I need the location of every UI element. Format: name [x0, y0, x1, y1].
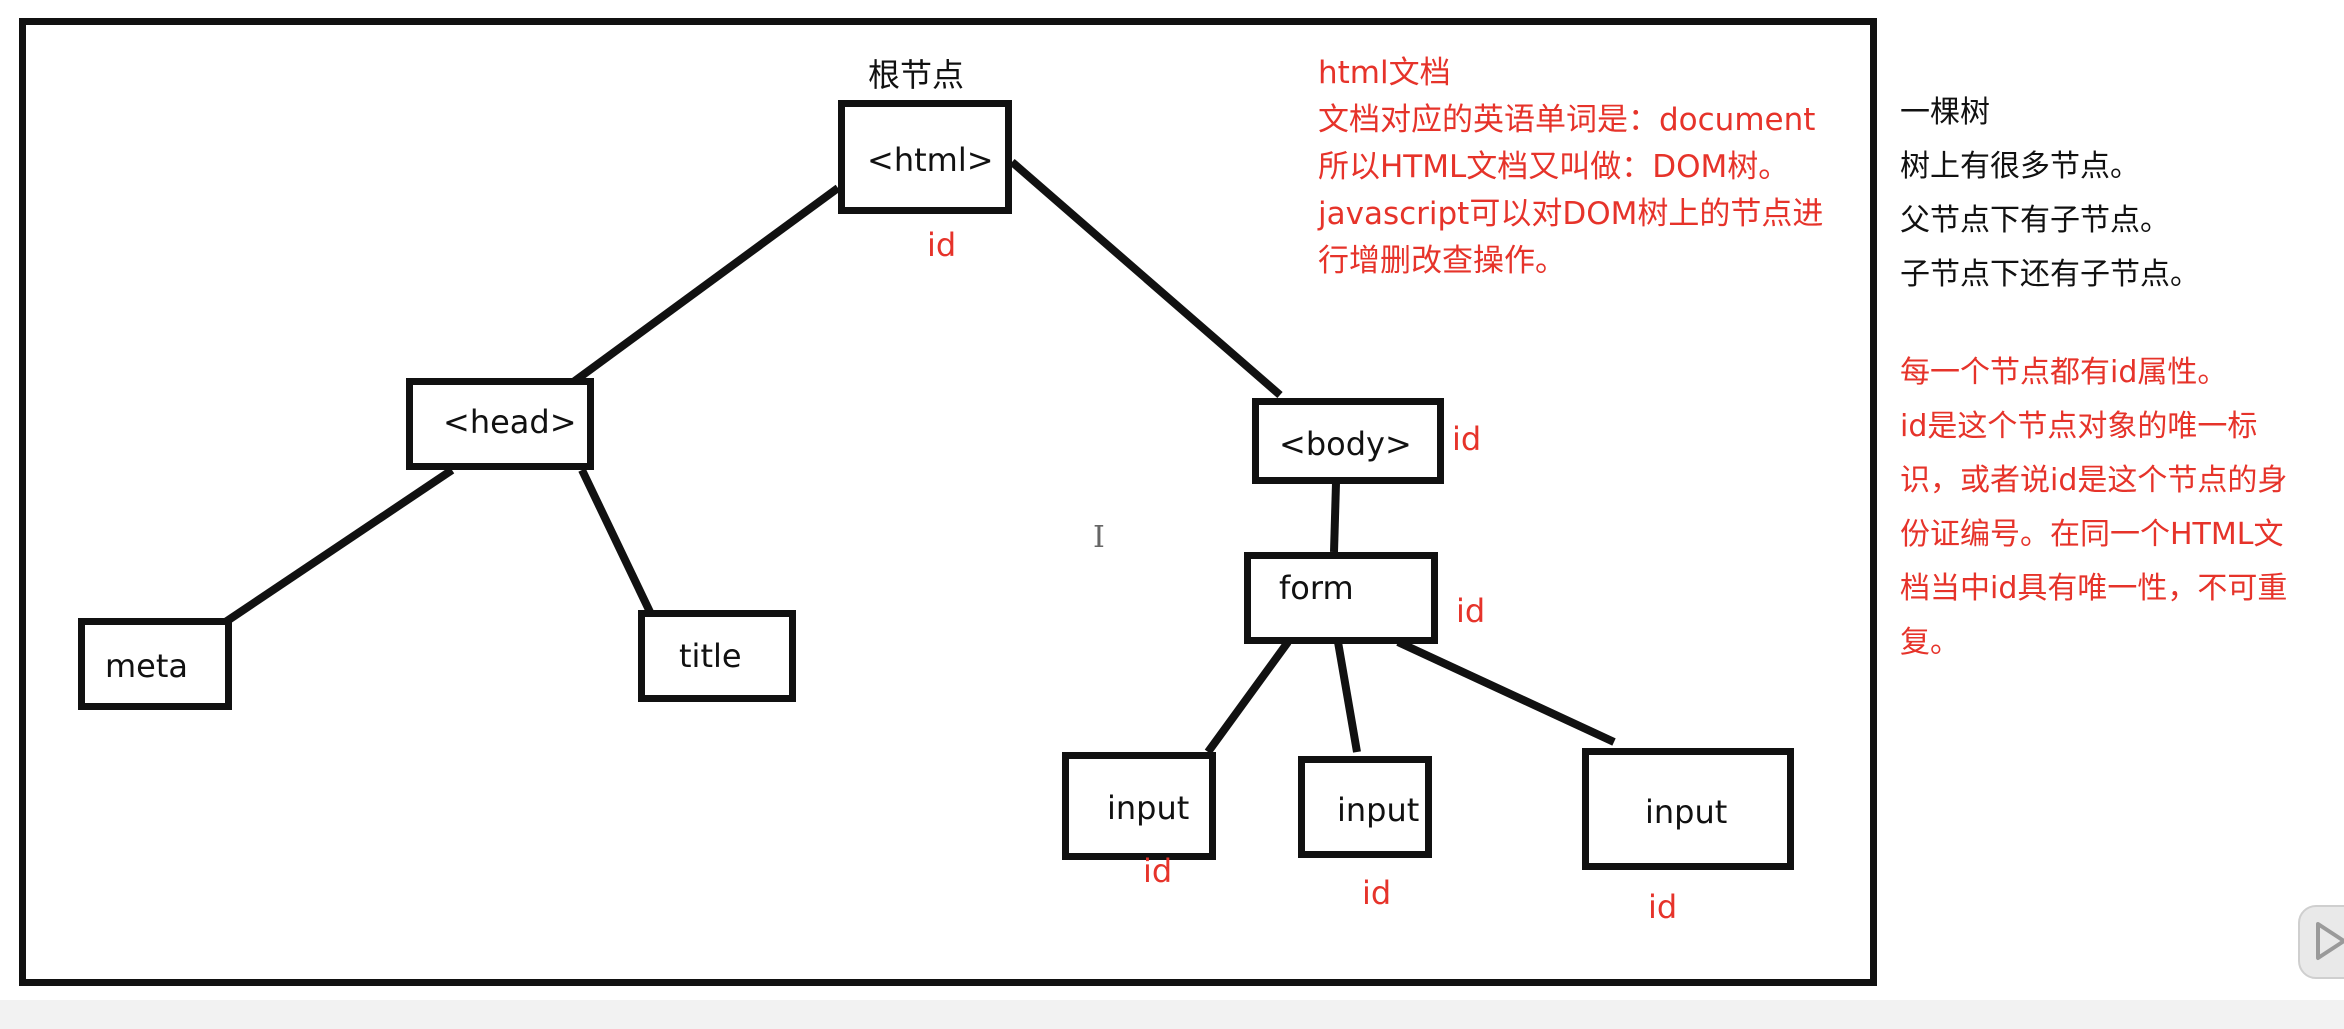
diagram-frame — [19, 18, 1877, 986]
id-line: 复。 — [1900, 625, 1960, 660]
id-label-html: id — [927, 226, 957, 264]
bottom-bar — [0, 1000, 2344, 1029]
tree-line: 树上有很多节点。 — [1900, 149, 2140, 184]
id-label-input-1: id — [1143, 852, 1173, 890]
edge-html-body — [1009, 158, 1283, 399]
tree-description: 一棵树 树上有很多节点。 父节点下有子节点。 子节点下还有子节点。 — [1900, 86, 2200, 302]
edge-head-meta — [221, 466, 455, 627]
id-description: 每一个节点都有id属性。 id是这个节点对象的唯一标 识，或者说id是这个节点的… — [1900, 346, 2310, 670]
text-cursor-icon: I — [1093, 520, 1105, 555]
node-input-2-label: input — [1337, 791, 1420, 829]
id-line: 识，或者说id是这个节点的身 — [1900, 463, 2288, 498]
edge-html-head — [569, 184, 841, 387]
node-form-label: form — [1279, 569, 1354, 607]
node-input-3: input — [1582, 748, 1794, 870]
root-node-caption: 根节点 — [868, 56, 965, 94]
node-head: <head> — [406, 378, 594, 470]
edge-body-form — [1330, 482, 1340, 553]
node-input-1-label: input — [1107, 789, 1190, 827]
tree-line: 子节点下还有子节点。 — [1900, 257, 2200, 292]
edge-head-title — [578, 468, 654, 614]
id-line: id是这个节点对象的唯一标 — [1900, 409, 2258, 444]
node-form: form — [1244, 552, 1438, 644]
id-line: 档当中id具有唯一性，不可重 — [1900, 571, 2288, 606]
id-label-body: id — [1452, 420, 1482, 458]
note-line: html文档 — [1318, 55, 1451, 91]
node-html: <html> — [838, 100, 1012, 214]
play-button-icon[interactable] — [2298, 905, 2344, 979]
node-body: <body> — [1252, 398, 1444, 484]
id-line: 份证编号。在同一个HTML文 — [1900, 517, 2284, 552]
node-title: title — [638, 610, 796, 702]
node-meta-label: meta — [105, 647, 189, 685]
id-label-form: id — [1456, 592, 1486, 630]
node-input-2: input — [1298, 756, 1432, 858]
edge-form-input3 — [1396, 638, 1616, 746]
node-title-label: title — [679, 637, 742, 675]
tree-line: 一棵树 — [1900, 95, 1990, 130]
node-head-label: <head> — [443, 403, 577, 441]
node-meta: meta — [78, 618, 232, 710]
id-label-input-3: id — [1648, 888, 1678, 926]
id-line: 每一个节点都有id属性。 — [1900, 355, 2228, 390]
node-html-label: <html> — [867, 141, 994, 179]
note-line: 行增删改查操作。 — [1318, 243, 1566, 279]
edge-form-input1 — [1204, 639, 1292, 755]
play-triangle-icon — [2316, 922, 2344, 960]
note-line: 文档对应的英语单词是：document — [1318, 102, 1816, 138]
note-line: 所以HTML文档又叫做：DOM树。 — [1318, 149, 1790, 185]
edge-form-input2 — [1334, 641, 1361, 753]
id-label-input-2: id — [1362, 874, 1392, 912]
note-line: javascript可以对DOM树上的节点进 — [1318, 196, 1824, 232]
tree-line: 父节点下有子节点。 — [1900, 203, 2170, 238]
node-input-3-label: input — [1645, 793, 1728, 831]
node-body-label: <body> — [1279, 425, 1412, 463]
node-input-1: input — [1062, 752, 1216, 860]
html-document-note: html文档 文档对应的英语单词是：document 所以HTML文档又叫做：D… — [1318, 50, 1823, 285]
